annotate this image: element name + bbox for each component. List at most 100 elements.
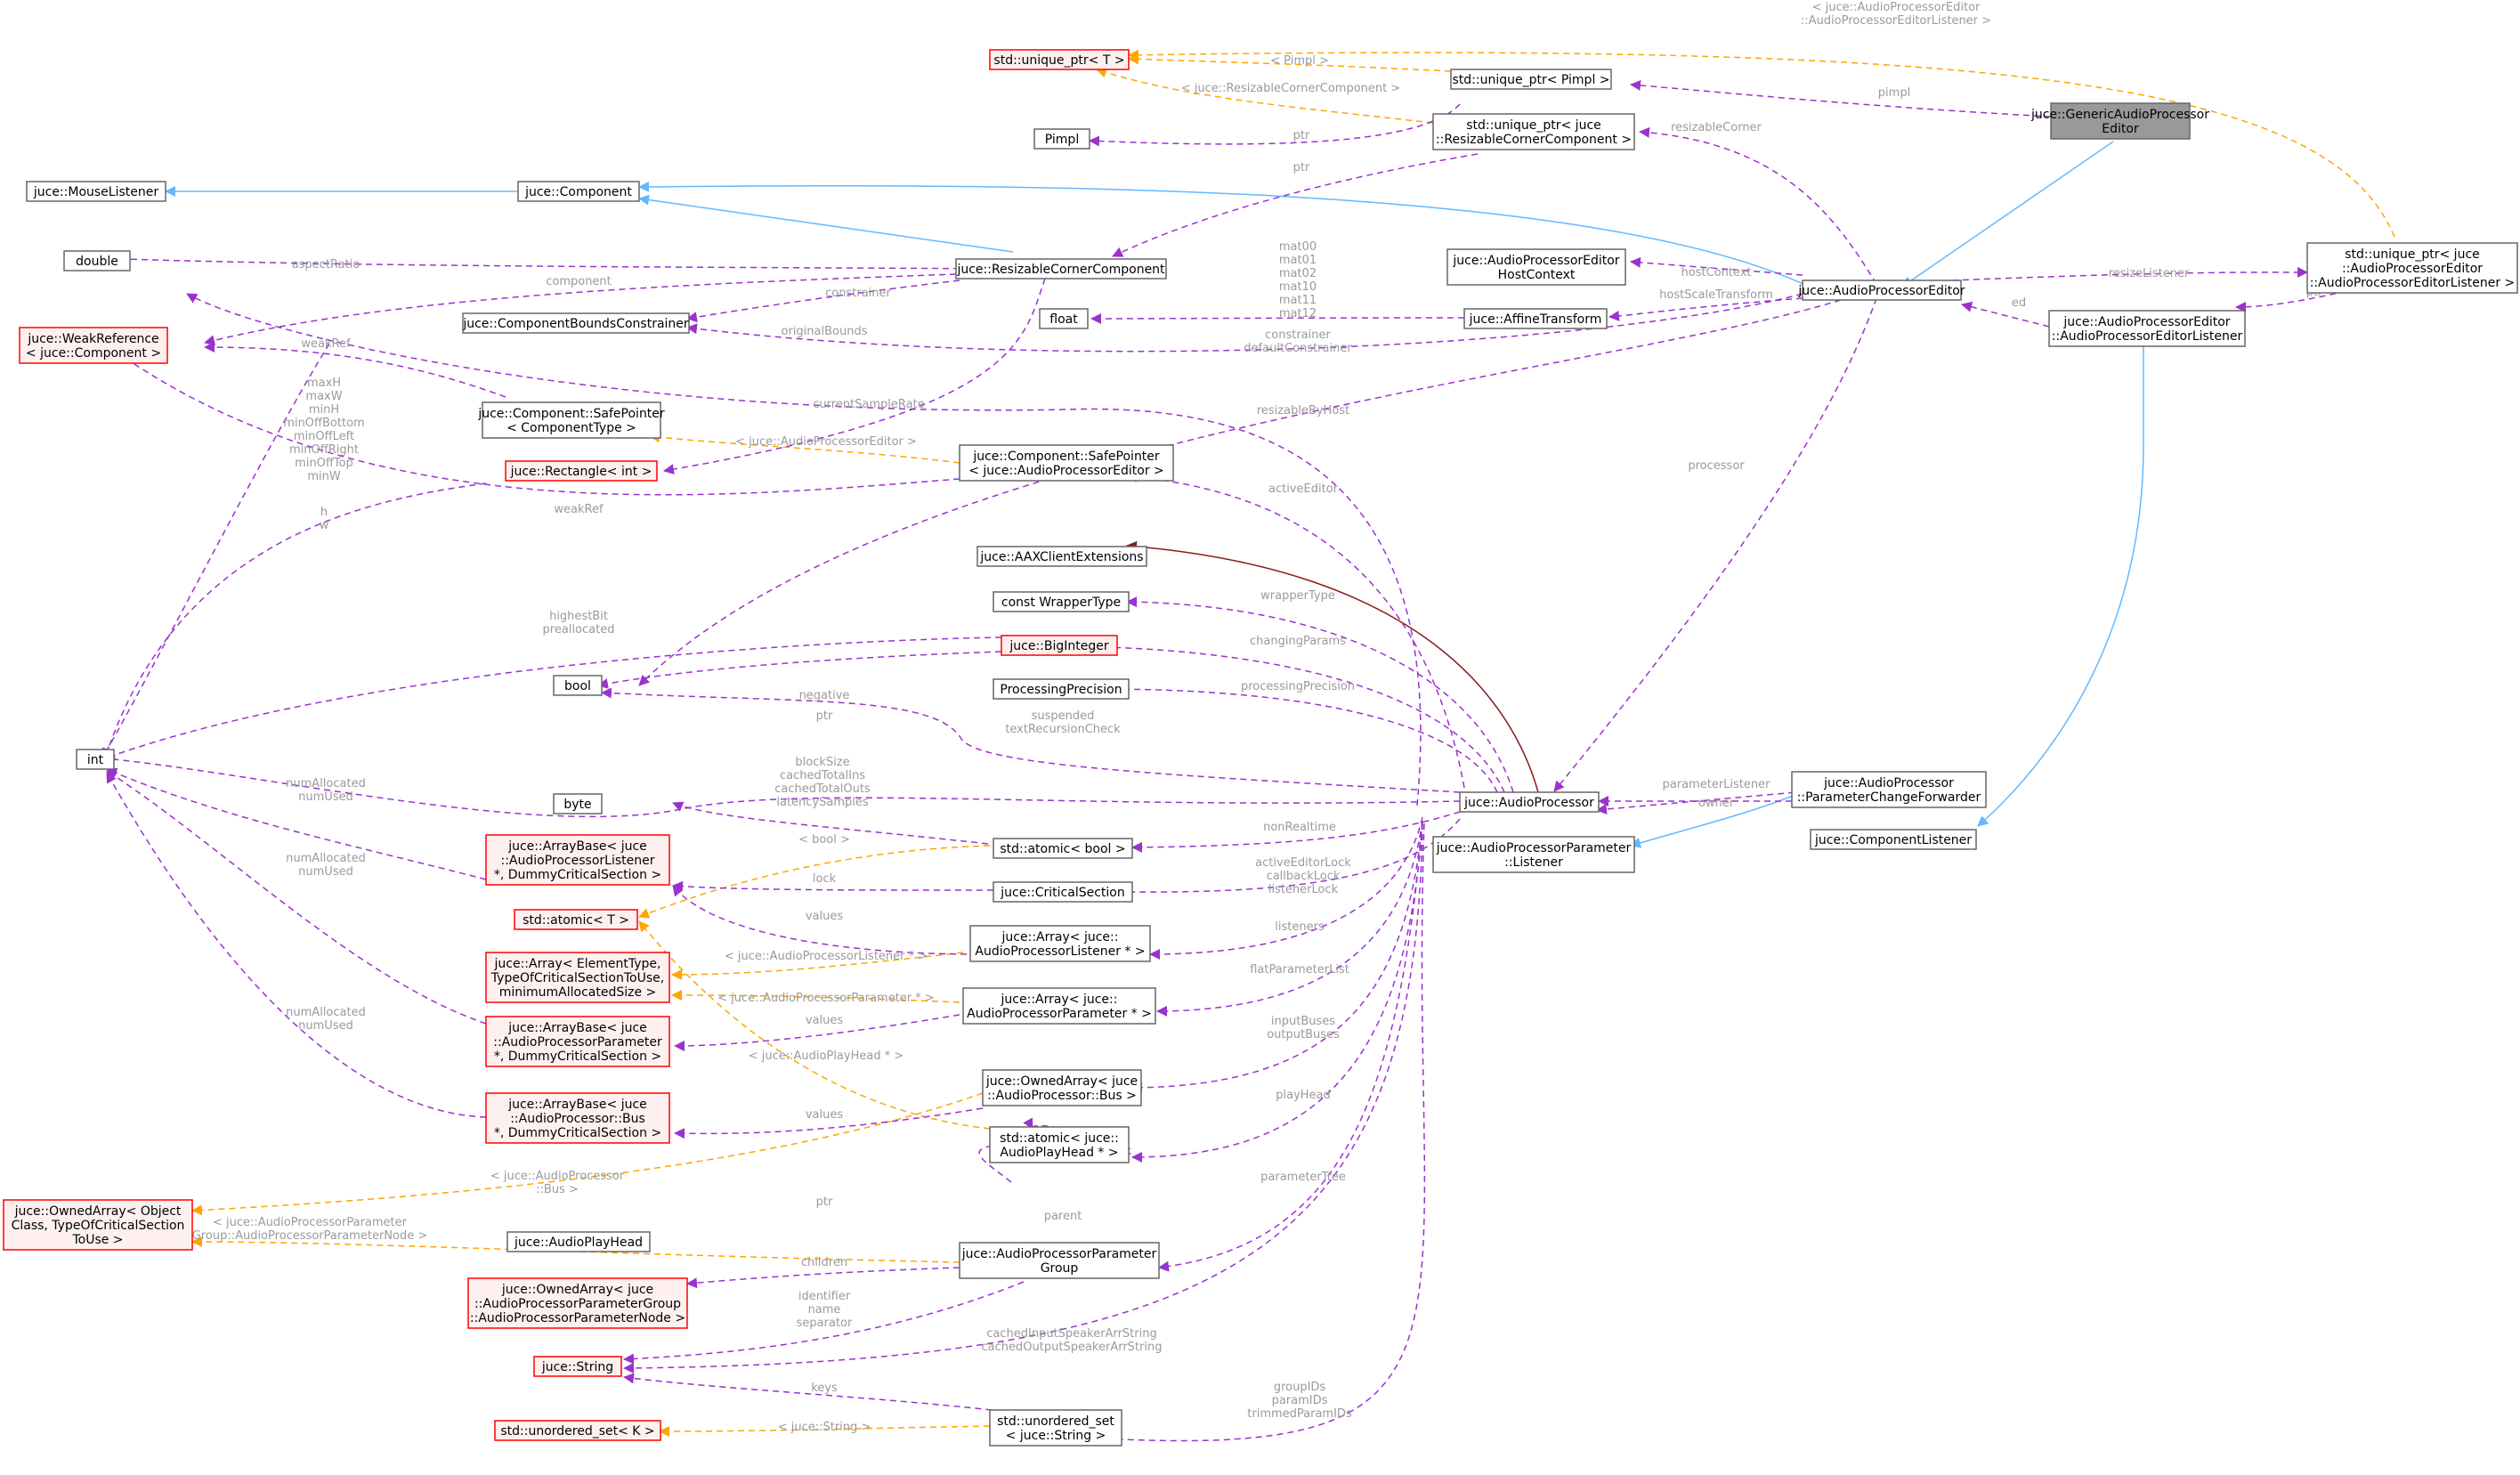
- class-node-label: juce::AudioPlayHead: [514, 1236, 643, 1250]
- class-node-unique-ptr-listener[interactable]: std::unique_ptr< juce::AudioProcessorEdi…: [2306, 242, 2518, 294]
- class-node-label: juce::String: [541, 1360, 613, 1374]
- class-node-pimpl[interactable]: Pimpl: [1033, 128, 1090, 150]
- class-node-component-listener[interactable]: juce::ComponentListener: [1810, 829, 1977, 850]
- edge-label: separator: [797, 1317, 853, 1330]
- class-node-label: Class, TypeOfCriticalSection: [12, 1219, 185, 1233]
- edge-label: processingPrecision: [1241, 680, 1355, 693]
- class-node-safe-pointer-t[interactable]: juce::Component::SafePointer< ComponentT…: [477, 401, 665, 439]
- class-node-label: Editor: [2102, 122, 2139, 136]
- class-node-float[interactable]: float: [1039, 308, 1089, 329]
- class-node-param-listener[interactable]: juce::AudioProcessorParameter::Listener: [1432, 836, 1635, 873]
- template-edge: [1128, 53, 1452, 72]
- class-node-arraybase-param[interactable]: juce::ArrayBase< juce::AudioProcessorPar…: [485, 1016, 670, 1067]
- usage-edge: [97, 253, 1014, 270]
- edge-label: < juce::AudioProcessorEditor: [1812, 1, 1981, 14]
- class-node-label: std::unordered_set< K >: [500, 1424, 654, 1439]
- usage-edge: [597, 651, 1002, 689]
- class-node-big-integer[interactable]: juce::BigInteger: [1001, 635, 1118, 656]
- class-node-atomic-bool[interactable]: std::atomic< bool >: [993, 838, 1133, 859]
- edge-label: activeEditor: [1268, 482, 1339, 496]
- class-node-arraybase-bus[interactable]: juce::ArrayBase< juce::AudioProcessor::B…: [485, 1092, 670, 1144]
- usage-edge: [204, 273, 957, 346]
- class-node-unique-ptr-rcc[interactable]: std::unique_ptr< juce::ResizableCornerCo…: [1432, 113, 1635, 150]
- class-node-change-forwarder[interactable]: juce::AudioProcessor::ParameterChangeFor…: [1791, 771, 1987, 808]
- usage-edge: [186, 293, 1422, 806]
- template-edge: [1096, 67, 1434, 124]
- class-node-label: ::AudioProcessorEditor: [2342, 262, 2483, 276]
- class-node-atomic-T[interactable]: std::atomic< T >: [514, 909, 638, 930]
- class-node-byte[interactable]: byte: [553, 793, 603, 814]
- edge-label: constrainer: [1265, 328, 1331, 342]
- edge-label: values: [806, 910, 844, 923]
- class-node-int[interactable]: int: [76, 749, 115, 770]
- class-node-resizable-corner[interactable]: juce::ResizableCornerComponent: [955, 258, 1167, 280]
- class-node-label: juce::AffineTransform: [1469, 312, 1602, 327]
- class-node-owned-array-node[interactable]: juce::OwnedArray< juce::AudioProcessorPa…: [467, 1277, 688, 1329]
- edge-label: numAllocated: [286, 1006, 366, 1019]
- class-node-array-param[interactable]: juce::Array< juce::AudioProcessorParamet…: [962, 987, 1156, 1025]
- class-node-ape-listener[interactable]: juce::AudioProcessorEditor::AudioProcess…: [2048, 310, 2246, 347]
- class-node-ape[interactable]: juce::AudioProcessorEditor: [1797, 280, 1965, 301]
- class-node-audio-playhead[interactable]: juce::AudioPlayHead: [506, 1231, 651, 1252]
- usage-edge: [1069, 641, 1505, 793]
- class-node-rectangle[interactable]: juce::Rectangle< int >: [505, 460, 658, 482]
- protected-edge: [1126, 540, 1539, 793]
- class-node-component[interactable]: juce::Component: [517, 181, 640, 202]
- template-edge: [638, 920, 991, 1130]
- edge-label: numAllocated: [286, 852, 366, 865]
- class-node-unordered-set-K[interactable]: std::unordered_set< K >: [494, 1420, 661, 1441]
- edge-label: aspectRatio: [292, 258, 361, 271]
- class-node-processing-precision[interactable]: ProcessingPrecision: [993, 678, 1130, 700]
- class-node-wrapper-type[interactable]: const WrapperType: [993, 591, 1130, 612]
- usage-edge: [672, 880, 994, 892]
- usage-edge: [672, 801, 989, 845]
- class-node-critical-section[interactable]: juce::CriticalSection: [993, 881, 1133, 903]
- class-node-array-generic[interactable]: juce::Array< ElementType,TypeOfCriticalS…: [485, 952, 670, 1003]
- edge-label: wrapperType: [1260, 589, 1335, 603]
- class-node-unique-ptr-pimpl[interactable]: std::unique_ptr< Pimpl >: [1450, 69, 1612, 90]
- edge-label: < juce::AudioProcessor: [490, 1170, 625, 1183]
- class-node-string[interactable]: juce::String: [533, 1356, 622, 1377]
- edge-label: < juce::String >: [778, 1421, 871, 1434]
- class-node-label: juce::Rectangle< int >: [510, 465, 652, 479]
- usage-edge: [663, 278, 1046, 475]
- usage-edge: [106, 767, 487, 880]
- class-node-bool[interactable]: bool: [553, 675, 603, 696]
- class-node-label: AudioProcessorParameter * >: [967, 1007, 1152, 1021]
- class-node-weak-reference[interactable]: juce::WeakReference< juce::Component >: [19, 327, 168, 364]
- class-node-unordered-set-string[interactable]: std::unordered_set< juce::String >: [989, 1409, 1122, 1447]
- class-node-array-listener[interactable]: juce::Array< juce::AudioProcessorListene…: [969, 925, 1151, 962]
- class-node-unique-ptr-T[interactable]: std::unique_ptr< T >: [989, 49, 1130, 70]
- class-node-arraybase-listener[interactable]: juce::ArrayBase< juce::AudioProcessorLis…: [485, 834, 670, 886]
- class-node-param-group[interactable]: juce::AudioProcessorParameterGroup: [959, 1242, 1160, 1279]
- usage-edge: [104, 636, 1002, 760]
- usage-edge: [106, 770, 487, 1025]
- edge-label: minW: [307, 470, 341, 483]
- class-node-safe-pointer-ape[interactable]: juce::Component::SafePointer< juce::Audi…: [959, 444, 1174, 482]
- usage-edge: [1630, 256, 1803, 276]
- class-node-label: TypeOfCriticalSectionToUse,: [490, 971, 664, 985]
- edge-label: mat11: [1279, 294, 1317, 307]
- class-node-atomic-playhead[interactable]: std::atomic< juce::AudioPlayHead * >: [989, 1126, 1130, 1163]
- class-node-label: ProcessingPrecision: [1000, 683, 1122, 697]
- inherit-edge: [1630, 790, 1806, 848]
- class-node-aax[interactable]: juce::AAXClientExtensions: [976, 546, 1147, 567]
- class-node-audio-processor[interactable]: juce::AudioProcessor: [1459, 791, 1600, 813]
- edge-label: < juce::AudioPlayHead * >: [749, 1050, 904, 1063]
- class-node-affine[interactable]: juce::AffineTransform: [1463, 308, 1608, 329]
- class-node-label: juce::AAXClientExtensions: [979, 550, 1143, 564]
- class-node-mouse-listener[interactable]: juce::MouseListener: [26, 181, 166, 202]
- class-node-owned-array-bus[interactable]: juce::OwnedArray< juce::AudioProcessor::…: [982, 1069, 1142, 1106]
- edge-label: h: [320, 506, 328, 519]
- class-node-bounds-constrainer[interactable]: juce::ComponentBoundsConstrainer: [462, 312, 690, 334]
- class-node-double[interactable]: double: [63, 250, 131, 271]
- edge-label: negative: [799, 689, 850, 702]
- edge-label: cachedTotalOuts: [774, 782, 871, 796]
- edge-label: < juce::AudioProcessorParameter * >: [717, 992, 935, 1005]
- class-node-label: bool: [564, 679, 591, 693]
- usage-edge: [1089, 103, 1461, 147]
